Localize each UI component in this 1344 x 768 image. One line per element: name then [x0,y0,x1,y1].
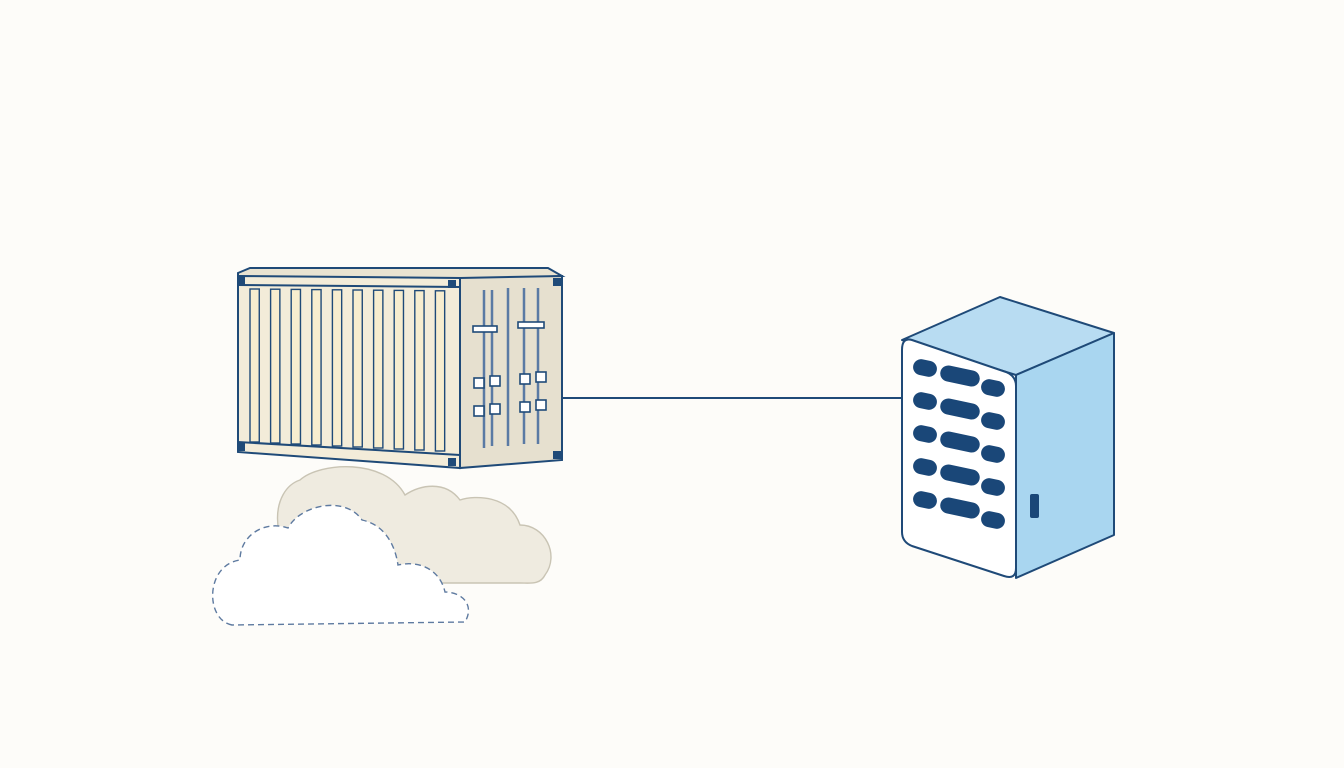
container-door-bars [482,288,540,448]
container-rib [352,289,363,448]
server-port [1030,494,1039,518]
container-door-latches [472,321,547,417]
cloud-front [211,504,470,626]
container-rib [414,289,425,451]
container-corners [237,277,561,466]
container-rib [290,288,302,445]
server-led-slot [913,359,937,377]
container-bottom-rail [237,441,461,456]
container-top-rail [237,284,461,288]
server-led-slot [940,431,980,453]
container-rib [434,290,446,452]
container-rib [372,289,384,449]
cloud-icon [211,466,552,626]
container-rib [393,289,405,450]
server-led-slot [913,491,937,509]
server-icon [901,296,1115,579]
server-led-slot [940,464,980,486]
server-led-slot [940,398,980,420]
server-led-slot [981,445,1005,463]
server-led-slot [981,478,1005,496]
container-rib [269,288,281,444]
server-led-slot [913,425,937,443]
server-led-slot [981,379,1005,397]
server-led-slot [981,412,1005,430]
server-led-slot [913,458,937,476]
container-rib [311,288,322,446]
server-led-slot [940,497,980,519]
container-rib [249,288,260,443]
container-corrugation [249,288,446,452]
server-leds [913,359,1005,529]
server-led-slot [913,392,937,410]
server-side [1015,332,1115,579]
server-led-slot [940,365,980,387]
server-led-slot [981,511,1005,529]
container-rib [331,289,343,447]
shipping-container-icon [237,267,566,470]
